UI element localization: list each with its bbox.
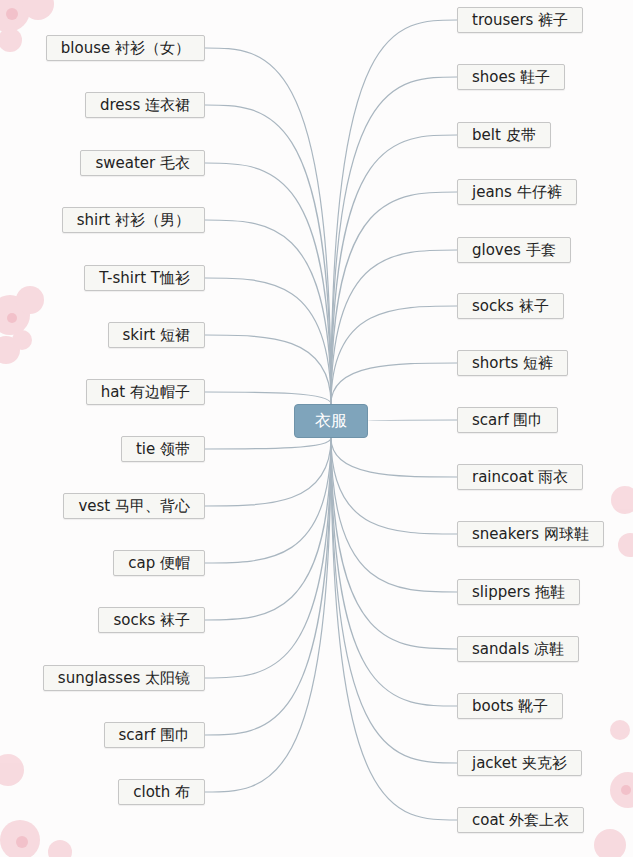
- term-text: shorts 短裤: [472, 354, 553, 372]
- branch-connector: [331, 438, 457, 763]
- branch-connector: [205, 438, 331, 563]
- term-text: boots 靴子: [472, 697, 548, 715]
- branch-connector: [205, 220, 331, 404]
- branch-box: socks 袜子: [457, 293, 564, 319]
- branch-box: tie 领带: [121, 436, 205, 462]
- term-text: raincoat 雨衣: [472, 468, 568, 486]
- branch-connector: [205, 48, 331, 404]
- branch-box: dress 连衣裙: [85, 92, 205, 118]
- central-topic: 衣服: [294, 404, 368, 438]
- term-text: vest 马甲、背心: [78, 497, 190, 515]
- branch-box: socks 袜子: [98, 607, 205, 633]
- branch-box: scarf 围巾: [104, 722, 205, 748]
- branch-connector: [331, 438, 457, 820]
- term-text: skirt 短裙: [123, 326, 191, 344]
- branch-connector: [205, 335, 331, 404]
- branch-connector: [205, 438, 331, 620]
- term-text: T-shirt T恤衫: [99, 269, 190, 287]
- term-text: trousers 裤子: [472, 11, 568, 29]
- term-text: socks 袜子: [113, 611, 190, 629]
- branch-box: vest 马甲、背心: [63, 493, 205, 519]
- branch-box: blouse 衬衫（女）: [46, 35, 205, 61]
- branch-box: cloth 布: [118, 779, 205, 805]
- term-text: hat 有边帽子: [101, 383, 190, 401]
- branch-box: skirt 短裙: [108, 322, 206, 348]
- branch-connector: [331, 438, 457, 592]
- branch-connector: [331, 363, 457, 404]
- branch-connector: [331, 20, 457, 404]
- branch-box: belt 皮带: [457, 122, 551, 148]
- term-text: sunglasses 太阳镜: [58, 669, 190, 687]
- branch-box: sweater 毛衣: [80, 150, 205, 176]
- branch-box: sneakers 网球鞋: [457, 521, 604, 547]
- term-text: scarf 围巾: [472, 411, 543, 429]
- term-text: cloth 布: [133, 783, 190, 801]
- branch-connector: [331, 438, 457, 649]
- branch-connector: [331, 135, 457, 404]
- topic-text: 衣服: [315, 411, 347, 430]
- term-text: belt 皮带: [472, 126, 536, 144]
- term-text: sweater 毛衣: [95, 154, 190, 172]
- branch-connector: [331, 77, 457, 404]
- branch-box: hat 有边帽子: [86, 379, 205, 405]
- term-text: socks 袜子: [472, 297, 549, 315]
- branch-connector: [205, 438, 331, 792]
- term-text: jacket 夹克衫: [472, 754, 567, 772]
- branch-box: sunglasses 太阳镜: [43, 665, 205, 691]
- branch-box: scarf 围巾: [457, 407, 558, 433]
- branch-box: jacket 夹克衫: [457, 750, 582, 776]
- branch-connector: [205, 278, 331, 404]
- term-text: dress 连衣裙: [100, 96, 190, 114]
- branch-box: gloves 手套: [457, 237, 571, 263]
- branch-box: slippers 拖鞋: [457, 579, 580, 605]
- branch-box: shirt 衬衫（男）: [62, 207, 205, 233]
- branch-connector: [368, 420, 457, 421]
- branch-connector: [205, 438, 331, 506]
- branch-box: coat 外套上衣: [457, 807, 584, 833]
- term-text: shoes 鞋子: [472, 68, 550, 86]
- term-text: blouse 衬衫（女）: [61, 39, 190, 57]
- branch-connector: [205, 163, 331, 404]
- branch-connector: [205, 438, 331, 449]
- branch-connector: [331, 306, 457, 404]
- branch-box: jeans 牛仔裤: [457, 179, 577, 205]
- branch-connector: [331, 250, 457, 404]
- branch-box: shoes 鞋子: [457, 64, 565, 90]
- branch-connector: [205, 105, 331, 404]
- term-text: tie 领带: [136, 440, 190, 458]
- branch-connector: [331, 438, 457, 534]
- term-text: slippers 拖鞋: [472, 583, 565, 601]
- term-text: shirt 衬衫（男）: [77, 211, 190, 229]
- branch-box: trousers 裤子: [457, 7, 583, 33]
- term-text: jeans 牛仔裤: [472, 183, 562, 201]
- branch-box: boots 靴子: [457, 693, 563, 719]
- branch-connector: [205, 438, 331, 678]
- term-text: sneakers 网球鞋: [472, 525, 589, 543]
- branch-box: T-shirt T恤衫: [84, 265, 205, 291]
- branch-box: raincoat 雨衣: [457, 464, 583, 490]
- term-text: sandals 凉鞋: [472, 640, 564, 658]
- term-text: cap 便帽: [128, 554, 190, 572]
- term-text: scarf 围巾: [119, 726, 190, 744]
- term-text: gloves 手套: [472, 241, 556, 259]
- branch-box: cap 便帽: [113, 550, 205, 576]
- term-text: coat 外套上衣: [472, 811, 569, 829]
- branch-connector: [331, 192, 457, 404]
- branch-connector: [205, 392, 331, 404]
- branch-connector: [331, 438, 457, 477]
- branch-box: shorts 短裤: [457, 350, 568, 376]
- branch-box: sandals 凉鞋: [457, 636, 579, 662]
